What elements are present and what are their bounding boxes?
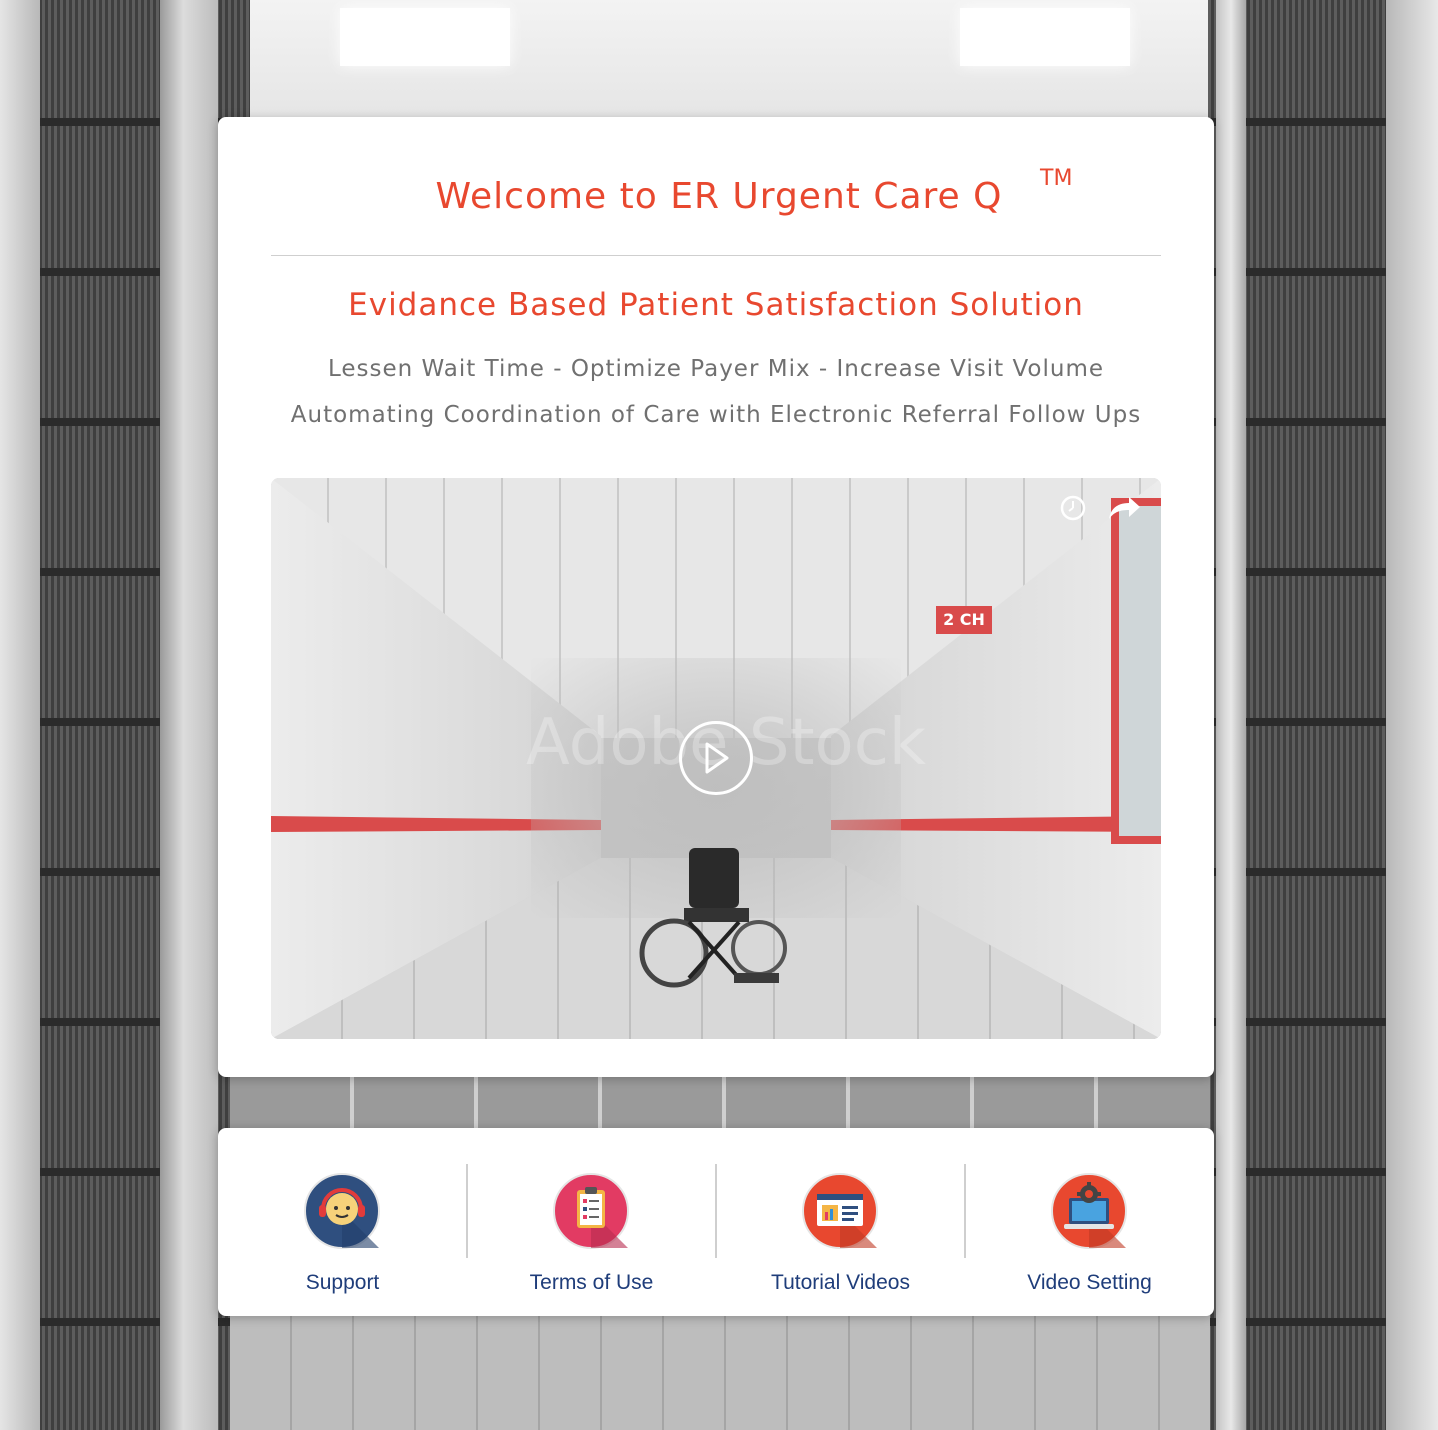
rack-edge-right [1386,0,1438,1430]
support-label: Support [305,1271,380,1294]
laptop-gear-icon [1051,1173,1127,1249]
watch-later-icon[interactable] [1060,495,1086,521]
background-floor [230,1310,1210,1430]
play-icon [705,742,729,774]
wheelchair-icon [639,848,787,988]
video-scene-sign: 2 CH [936,606,992,634]
clipboard-checklist-icon [553,1173,629,1249]
support-agent-icon [304,1173,380,1249]
title-divider [271,255,1161,256]
menu-divider [466,1164,468,1258]
tagline-primary: Lessen Wait Time - Optimize Payer Mix - … [327,356,1105,382]
presentation-icon [802,1173,878,1249]
ceiling-light [340,8,510,66]
rack-frame-right [1216,0,1246,1430]
trademark-symbol: TM [1040,166,1073,191]
page-title: Welcome to ER Urgent Care Q [435,176,1003,217]
video-scene-red-rail-left [271,816,601,832]
video-setting-label: Video Setting [1027,1271,1152,1294]
tutorial-videos-button[interactable]: Tutorial Videos [716,1128,965,1316]
ceiling-light [960,8,1130,66]
video-scene-door [1111,498,1161,844]
rack-frame-left [160,0,218,1430]
page-subtitle: Evidance Based Patient Satisfaction Solu… [348,287,1084,323]
menu-divider [964,1164,966,1258]
video-player[interactable]: 2 CH Adobe Stock [271,478,1161,1039]
play-button[interactable] [679,721,753,795]
menu-divider [715,1164,717,1258]
video-scene-red-rail-right [831,816,1161,832]
terms-of-use-label: Terms of Use [529,1271,654,1294]
tagline-secondary: Automating Coordination of Care with Ele… [290,402,1142,428]
terms-of-use-button[interactable]: Terms of Use [467,1128,716,1316]
tutorial-videos-label: Tutorial Videos [771,1271,910,1294]
video-setting-button[interactable]: Video Setting [965,1128,1214,1316]
support-button[interactable]: Support [218,1128,467,1316]
share-icon[interactable] [1107,495,1141,521]
rack-edge-left [0,0,40,1430]
quick-links-menu: Support Terms of Use [218,1128,1214,1316]
